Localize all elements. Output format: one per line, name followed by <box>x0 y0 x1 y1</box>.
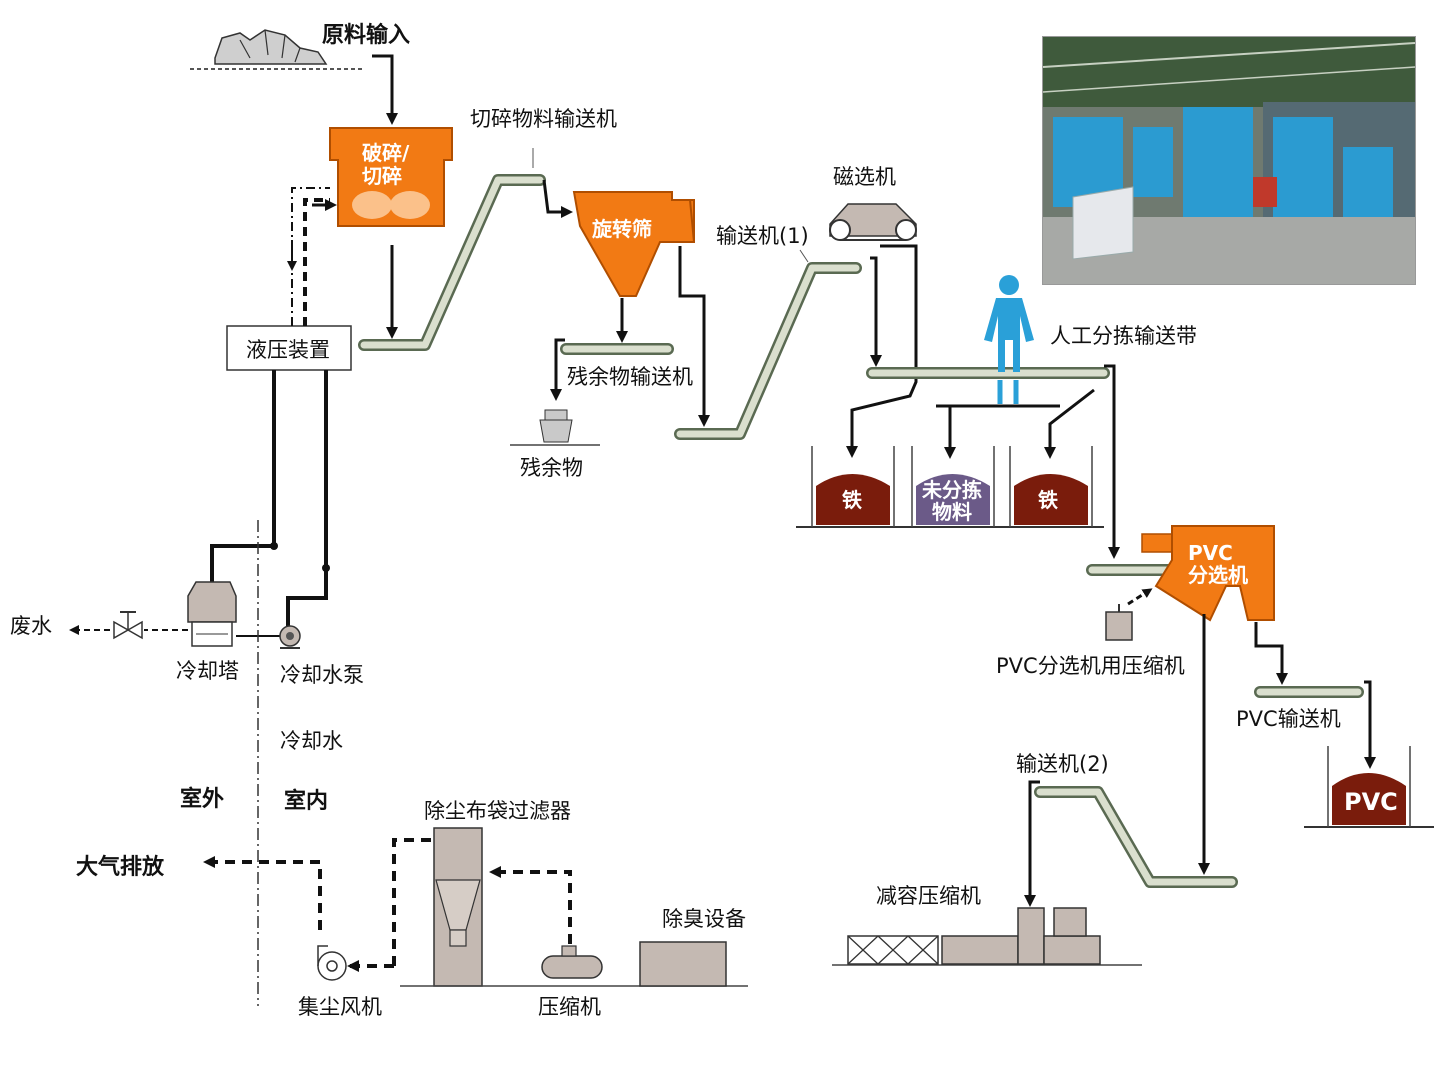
iron-label-1: 铁 <box>842 488 862 512</box>
iron-bin-1 <box>811 446 895 527</box>
bag-filter-label: 除尘布袋过滤器 <box>424 799 571 823</box>
crusher-label-2: 切碎 <box>362 164 402 188</box>
rotary-screen-label: 旋转筛 <box>591 217 652 241</box>
unsorted-label-1: 未分拣 <box>922 478 982 502</box>
raw-input-label: 原料输入 <box>322 22 410 48</box>
pvc-bin <box>1304 746 1434 828</box>
deodorizer-label: 除臭设备 <box>662 907 746 931</box>
conveyor-1 <box>674 262 862 440</box>
pvc-compressor-label: PVC分选机用压缩机 <box>996 654 1185 678</box>
pvc-separator-label-2: 分选机 <box>1188 563 1248 587</box>
volume-compressor-label: 减容压缩机 <box>876 884 981 908</box>
dust-fan-label: 集尘风机 <box>298 995 382 1019</box>
pump-icon <box>279 625 301 649</box>
cooling-pump-label: 冷却水泵 <box>280 663 364 687</box>
valve-icon <box>113 611 143 640</box>
outdoor-label: 室外 <box>180 786 224 812</box>
manual-sort-belt-label: 人工分拣输送带 <box>1050 324 1197 348</box>
volume-compressor <box>832 907 1142 966</box>
facility-photo <box>1042 36 1416 285</box>
hydraulic-unit-label: 液压装置 <box>246 338 330 362</box>
pvc-separator-label-1: PVC <box>1188 541 1233 565</box>
magnetic-separator <box>829 203 917 241</box>
fan-icon <box>317 945 347 981</box>
cooling-tower-label: 冷却塔 <box>176 659 239 683</box>
residue-label: 残余物 <box>520 456 583 480</box>
rotary-screen <box>572 191 695 297</box>
wastewater-label: 废水 <box>10 614 52 638</box>
bag-filter <box>433 827 483 987</box>
indoor-label: 室内 <box>284 788 328 814</box>
deodorizer-box <box>639 941 727 987</box>
magnetic-separator-label: 磁选机 <box>833 165 896 189</box>
iron-label-2: 铁 <box>1038 488 1058 512</box>
crusher-label-1: 破碎/ <box>362 141 410 165</box>
compressor-label: 压缩机 <box>538 995 601 1019</box>
residue-bin-icon <box>510 409 600 446</box>
conveyor-2-label: 输送机(2) <box>1016 752 1109 776</box>
pvc-conveyor-label: PVC输送机 <box>1236 707 1341 731</box>
residue-conveyor-label: 残余物输送机 <box>567 365 693 389</box>
person-icon <box>984 275 1034 404</box>
shred-conveyor-label: 切碎物料输送机 <box>470 107 617 131</box>
conveyor-1-label: 输送机(1) <box>716 224 809 248</box>
cooling-tower-icon <box>187 581 237 647</box>
rock-pile-icon <box>190 29 365 70</box>
pvc-bin-label: PVC <box>1344 788 1398 816</box>
hydraulic-unit-box <box>226 325 352 371</box>
unsorted-label-2: 物料 <box>932 500 972 524</box>
crusher <box>329 127 453 227</box>
pvc-separator <box>1141 525 1275 622</box>
iron-bin-2 <box>1009 446 1093 527</box>
cooling-water-label: 冷却水 <box>280 729 343 753</box>
pvc-compressor-icon <box>1105 604 1133 641</box>
atmosphere-label: 大气排放 <box>76 854 165 880</box>
unsorted-bin <box>911 446 995 527</box>
